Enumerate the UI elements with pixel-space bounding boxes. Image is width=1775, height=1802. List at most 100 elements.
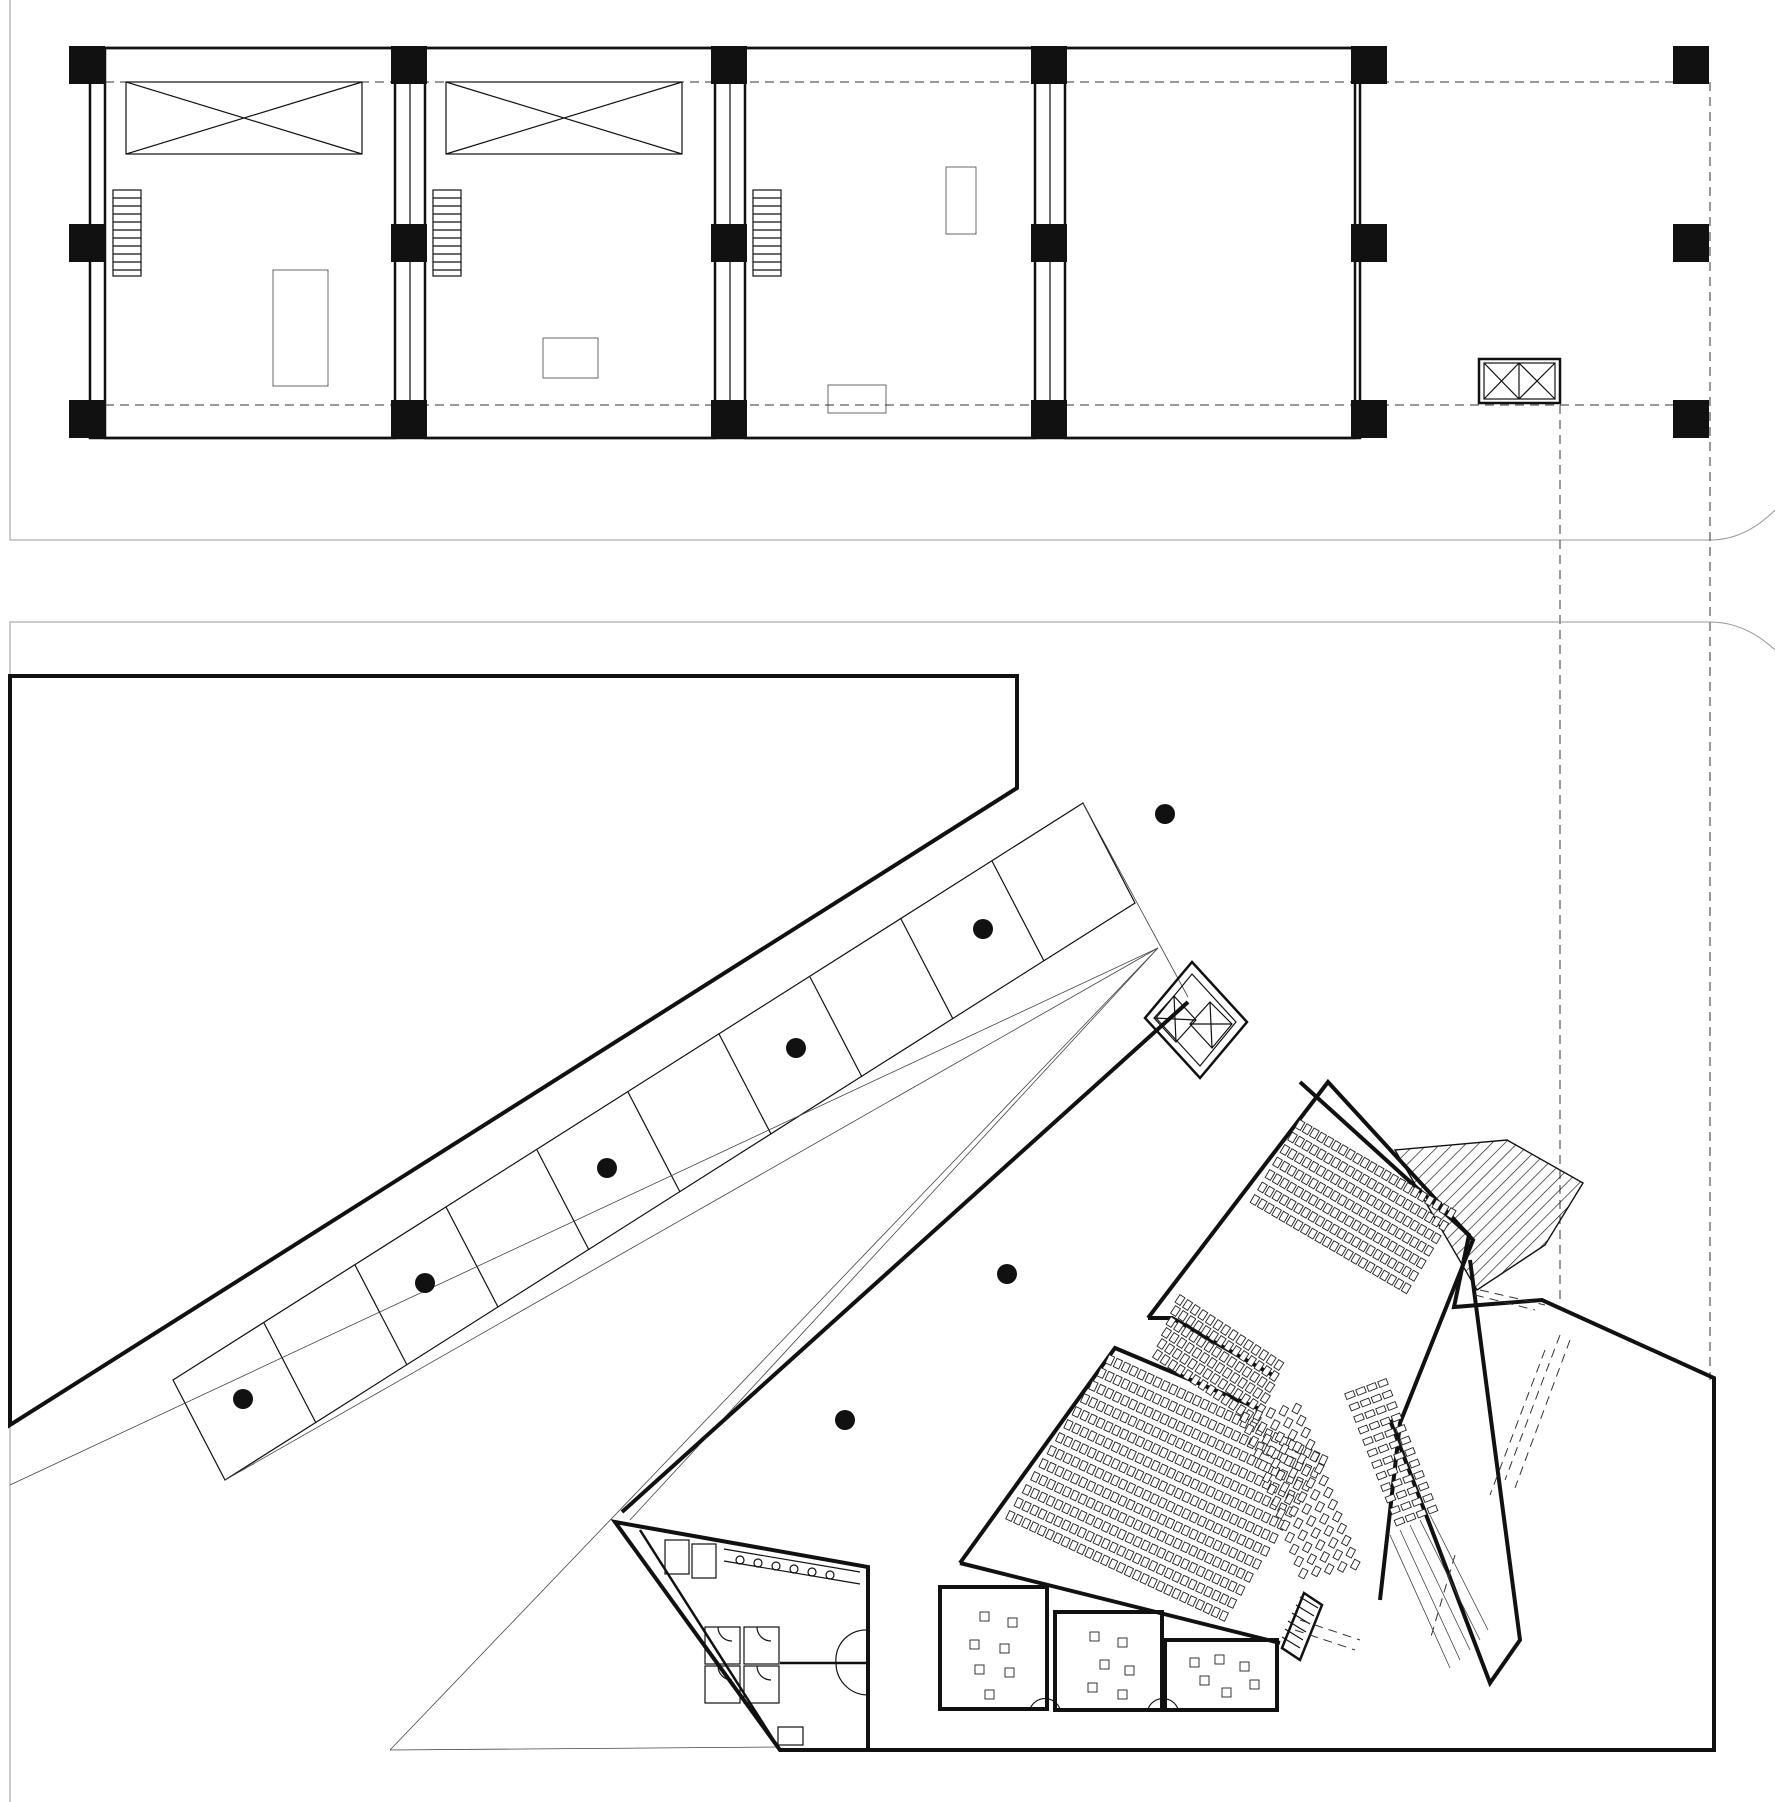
office-chair — [1249, 1679, 1260, 1690]
office-chair — [1214, 1654, 1225, 1665]
seat — [1205, 1468, 1217, 1481]
seat — [1179, 1352, 1191, 1366]
seat — [1336, 1560, 1348, 1573]
column-row-middle — [69, 224, 1709, 262]
seat — [1136, 1368, 1147, 1381]
seat — [1194, 1598, 1206, 1611]
seat — [1226, 1355, 1238, 1369]
seat — [1252, 1524, 1263, 1537]
seat — [1402, 1473, 1414, 1485]
upper-stair-core — [1477, 357, 1562, 405]
seat — [1401, 1248, 1413, 1261]
seat — [1393, 1277, 1405, 1291]
lower-site-boundary — [9, 621, 1775, 1802]
seat — [1095, 1417, 1106, 1430]
office-chair — [969, 1639, 980, 1650]
seat — [1189, 1494, 1200, 1507]
seat — [1094, 1467, 1105, 1480]
seat — [1069, 1506, 1080, 1519]
seat — [1232, 1387, 1244, 1401]
seat — [1180, 1325, 1192, 1339]
seat — [1265, 1407, 1277, 1420]
seat — [1068, 1539, 1079, 1552]
seat — [1158, 1446, 1169, 1459]
seat — [1196, 1532, 1207, 1544]
seat — [1242, 1338, 1255, 1352]
seat — [1182, 1441, 1194, 1454]
seat — [1279, 1143, 1291, 1157]
seat — [1212, 1318, 1224, 1332]
seat — [1060, 1535, 1071, 1548]
seat — [1318, 1474, 1330, 1487]
seat — [1079, 1393, 1091, 1405]
seat — [1336, 1227, 1348, 1240]
seat — [1315, 1148, 1327, 1161]
seat — [1237, 1483, 1248, 1496]
seat — [1372, 1231, 1384, 1245]
seat — [1366, 1447, 1379, 1458]
seat — [1228, 1513, 1240, 1526]
seat — [1245, 1354, 1258, 1368]
seat — [1207, 1402, 1218, 1415]
seat — [1125, 1482, 1137, 1494]
office-door-arcs — [1029, 1697, 1179, 1710]
seat — [1156, 1513, 1168, 1526]
seat — [1343, 1248, 1355, 1261]
seat — [1227, 1546, 1239, 1559]
seat — [1384, 1427, 1396, 1439]
seat — [1199, 1398, 1211, 1411]
seat — [1291, 1440, 1303, 1453]
seat — [1207, 1329, 1220, 1343]
seat — [1379, 1236, 1391, 1249]
seat — [1116, 1511, 1128, 1524]
seat — [1166, 1450, 1177, 1463]
auditorium — [958, 1078, 1571, 1688]
seat — [1408, 1458, 1421, 1469]
seat — [1086, 1446, 1098, 1459]
seat — [1158, 1430, 1170, 1442]
column-row-bottom — [69, 400, 1709, 438]
seat — [1386, 1257, 1398, 1270]
seat — [1215, 1334, 1227, 1348]
seat — [1109, 1474, 1121, 1487]
seat — [1071, 1422, 1082, 1435]
seat — [1308, 1144, 1320, 1157]
seat — [1163, 1550, 1175, 1563]
seat — [1402, 1198, 1414, 1211]
seat — [1300, 1189, 1312, 1203]
seat — [1144, 1372, 1155, 1385]
seat — [1408, 1252, 1420, 1266]
seat — [1365, 1211, 1377, 1224]
seat — [1209, 1372, 1221, 1386]
locker — [691, 1543, 717, 1579]
seat — [1212, 1539, 1223, 1552]
column — [711, 400, 747, 438]
seat — [1177, 1309, 1189, 1323]
seat — [1305, 1515, 1317, 1528]
seat — [1260, 1511, 1272, 1524]
seat — [1230, 1429, 1242, 1442]
seat — [1366, 1381, 1378, 1393]
seat — [1142, 1439, 1154, 1452]
seat — [1173, 1470, 1185, 1483]
seat — [1086, 1430, 1098, 1443]
seating-block-4 — [1239, 1402, 1361, 1580]
seat — [1092, 1550, 1103, 1563]
seat — [1264, 1380, 1276, 1394]
service-door-arc — [835, 1629, 869, 1696]
seat — [1206, 1356, 1218, 1370]
seat — [1243, 1423, 1255, 1436]
seat — [1125, 1498, 1136, 1511]
seat — [1148, 1509, 1160, 1522]
seat — [1092, 1534, 1103, 1546]
seat — [1244, 1381, 1256, 1395]
seating-block-1 — [1249, 1118, 1457, 1295]
seat — [1119, 1394, 1131, 1407]
column — [69, 46, 105, 84]
seat — [1165, 1467, 1177, 1480]
seat — [1220, 1509, 1232, 1522]
seat — [1248, 1435, 1260, 1448]
seat — [1386, 1240, 1398, 1253]
office-chair — [1004, 1667, 1015, 1678]
